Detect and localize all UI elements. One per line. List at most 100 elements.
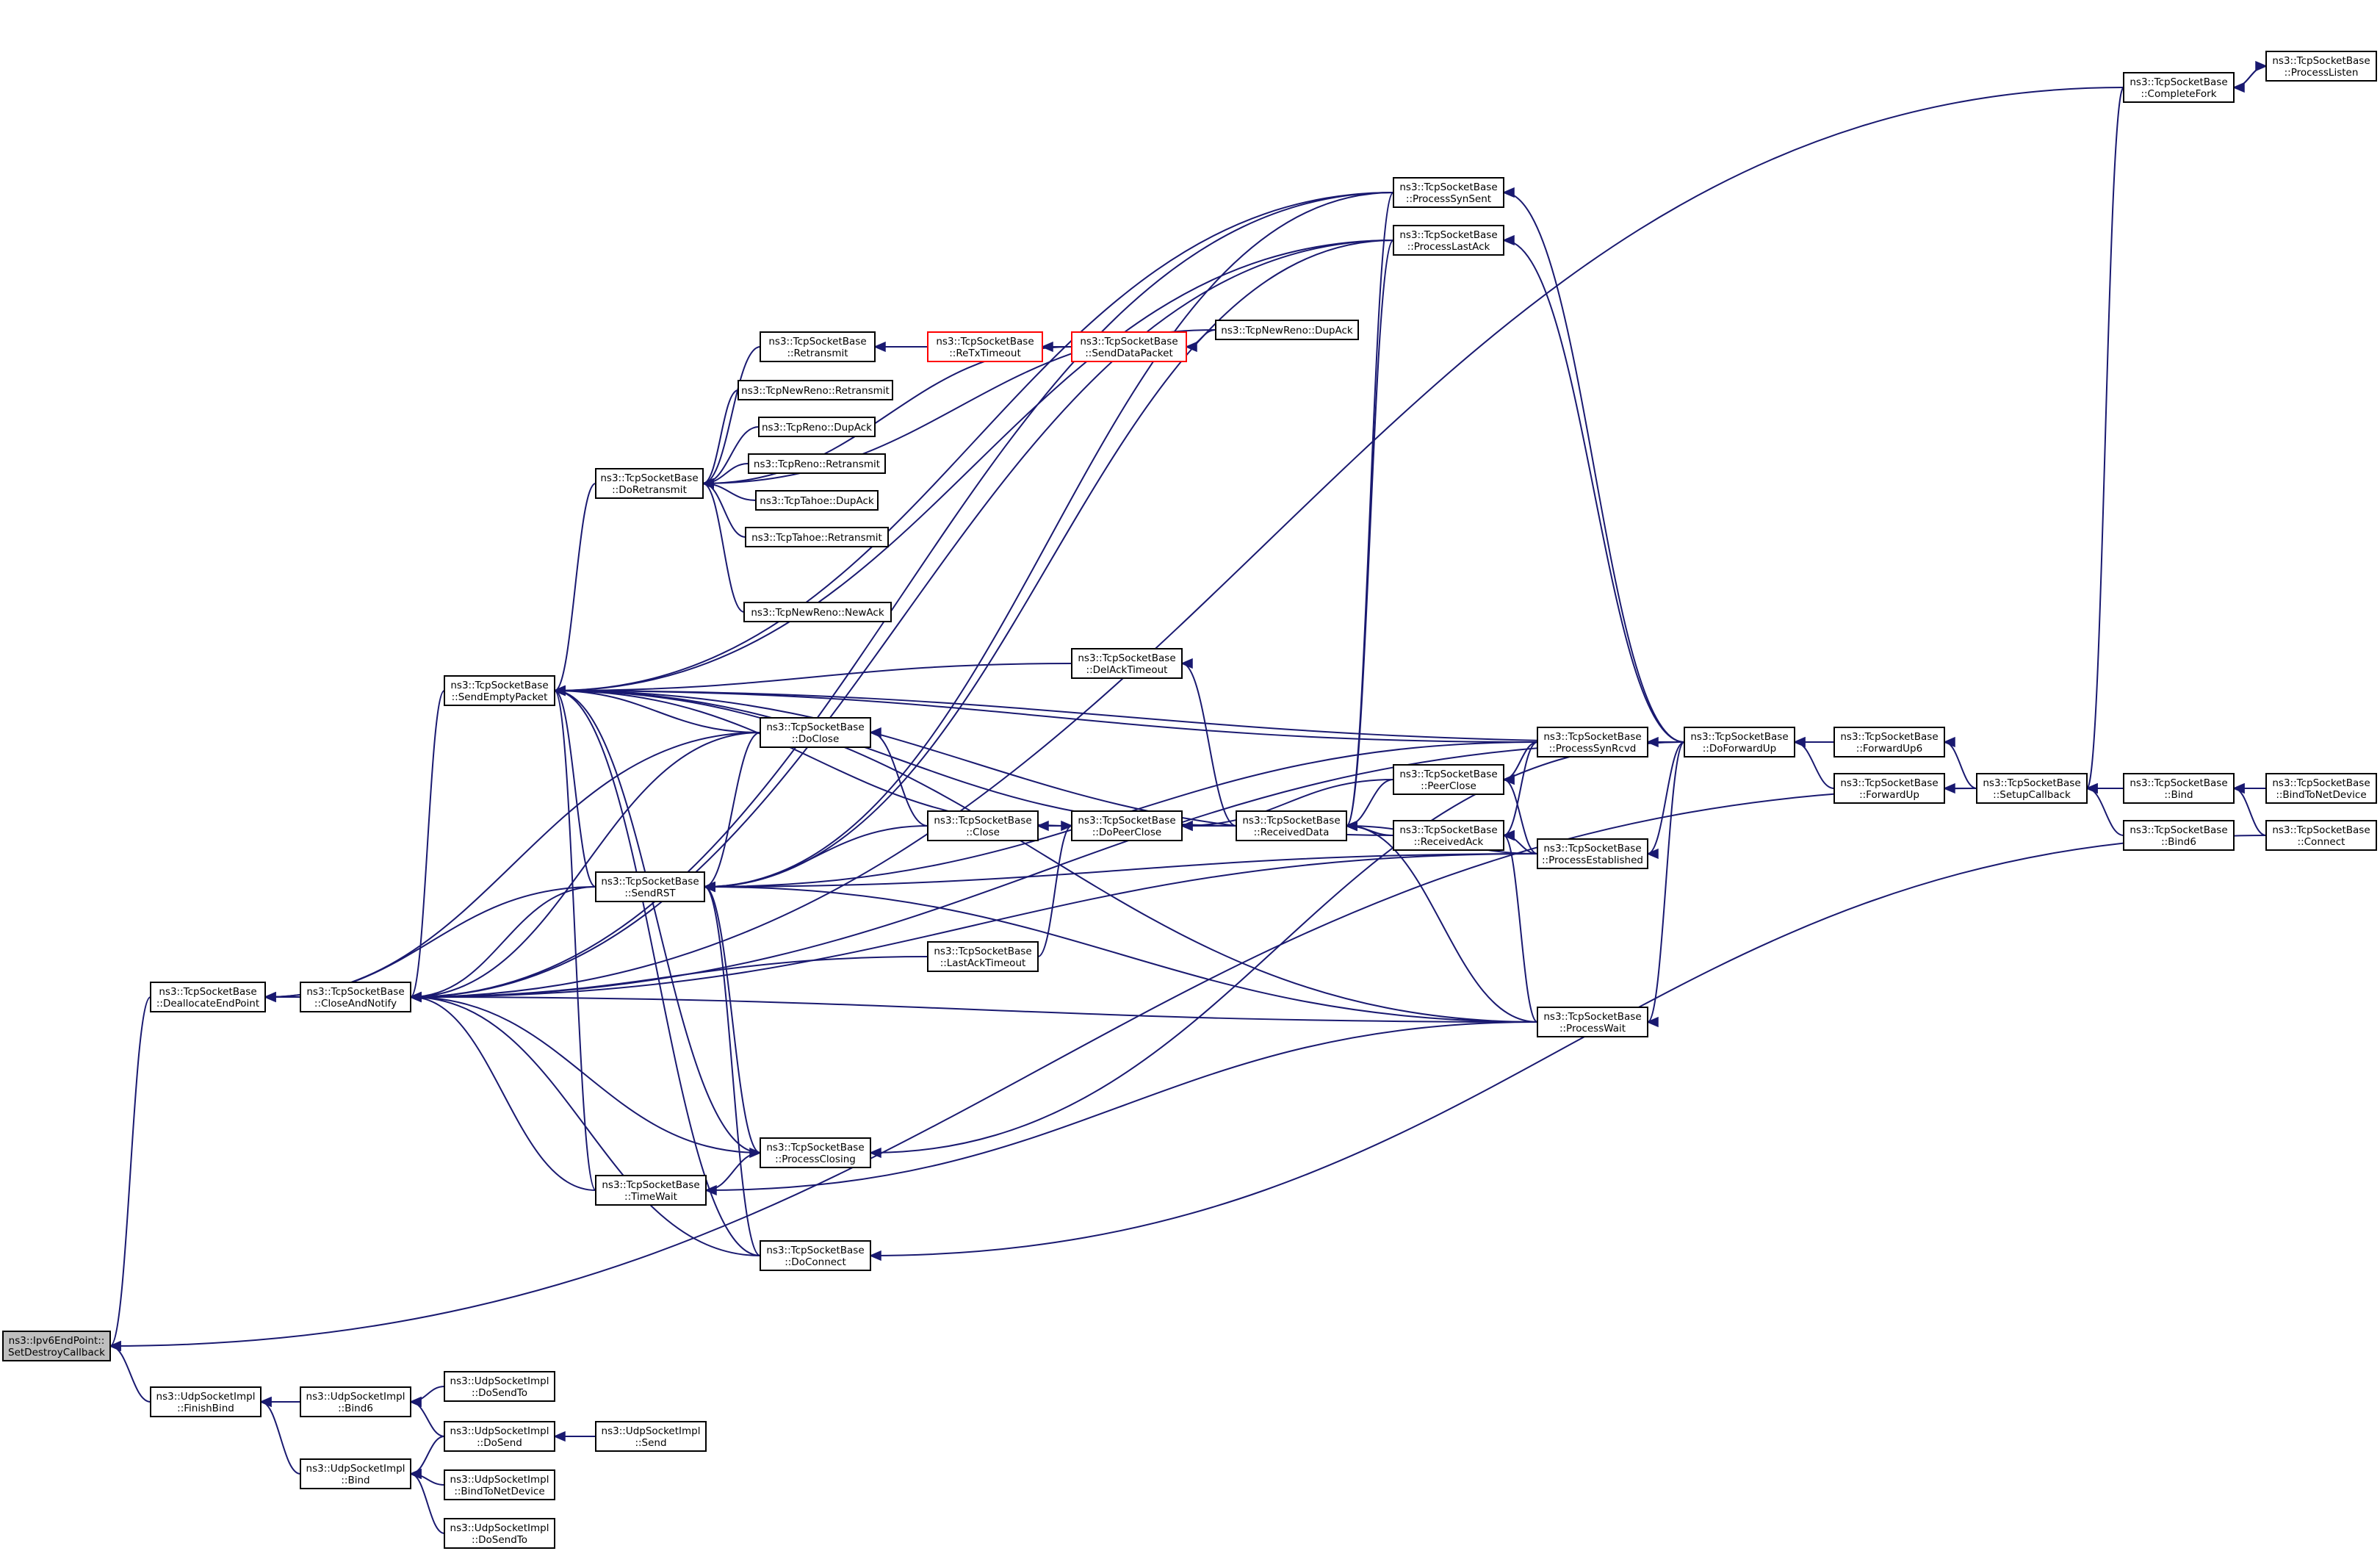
node-box <box>444 1469 555 1500</box>
node-label: ns3::TcpSocketBase <box>1242 815 1340 827</box>
node-box <box>2265 51 2377 82</box>
call-edge <box>554 690 1685 743</box>
node-processwait[interactable]: ns3::TcpSocketBase::ProcessWait <box>1537 1007 1648 1037</box>
node-box <box>1215 320 1359 340</box>
call-edge <box>1346 825 1538 1023</box>
node-lastacktimeout[interactable]: ns3::TcpSocketBase::LastAckTimeout <box>927 941 1039 972</box>
node-processlisten[interactable]: ns3::TcpSocketBase::ProcessListen <box>2265 51 2377 82</box>
node-senddatapacket[interactable]: ns3::TcpSocketBase::SendDataPacket <box>1071 331 1187 362</box>
call-edge <box>2233 65 2267 88</box>
node-box <box>1833 727 1945 757</box>
node-label: ::DelAckTimeout <box>1086 664 1168 676</box>
node-label: ::LastAckTimeout <box>940 957 1026 969</box>
call-edge <box>1181 663 1237 827</box>
node-bindtonetdevice[interactable]: ns3::TcpSocketBase::BindToNetDevice <box>2265 773 2377 804</box>
node-sendrst[interactable]: ns3::TcpSocketBase::SendRST <box>595 871 705 902</box>
call-edge <box>1503 835 1538 1023</box>
node-label: ns3::TcpSocketBase <box>2272 824 2370 836</box>
node-label: ns3::TcpSocketBase <box>1399 229 1497 241</box>
node-udpbindtonetdevice[interactable]: ns3::UdpSocketImpl::BindToNetDevice <box>444 1469 555 1500</box>
node-sendempty[interactable]: ns3::TcpSocketBase::SendEmptyPacket <box>444 675 555 706</box>
node-udpdosend[interactable]: ns3::UdpSocketImpl::DoSend <box>444 1421 555 1452</box>
node-label: ns3::TcpSocketBase <box>306 986 404 998</box>
node-label: ns3::TcpSocketBase <box>1543 1011 1641 1023</box>
node-label: ::BindToNetDevice <box>454 1486 544 1497</box>
node-processsynsent[interactable]: ns3::TcpSocketBase::ProcessSynSent <box>1393 177 1504 208</box>
node-label: ns3::TcpSocketBase <box>1690 731 1788 743</box>
call-edge <box>410 192 1394 998</box>
node-bind6[interactable]: ns3::TcpSocketBase::Bind6 <box>2123 820 2235 851</box>
node-dopeerclose[interactable]: ns3::TcpSocketBase::DoPeerClose <box>1071 810 1183 841</box>
node-dealloc[interactable]: ns3::TcpSocketBase::DeallocateEndPoint <box>150 982 266 1012</box>
node-label: ::ProcessSynSent <box>1406 193 1491 205</box>
node-closeandnotify[interactable]: ns3::TcpSocketBase::CloseAndNotify <box>300 982 411 1012</box>
call-edge <box>554 690 761 1256</box>
node-box <box>2265 820 2377 851</box>
node-newrenoretransmit[interactable]: ns3::TcpNewReno::Retransmit <box>738 380 893 400</box>
node-label: ns3::TcpSocketBase <box>602 1179 699 1191</box>
node-renodupack[interactable]: ns3::TcpReno::DupAck <box>758 417 876 437</box>
node-processsynrcvd[interactable]: ns3::TcpSocketBase::ProcessSynRcvd <box>1537 727 1648 757</box>
call-edge <box>410 853 1538 998</box>
node-udpdosendto1[interactable]: ns3::UdpSocketImpl::DoSendTo <box>444 1371 555 1402</box>
node-udpsend[interactable]: ns3::UdpSocketImpl::Send <box>595 1421 707 1452</box>
node-setdestroy[interactable]: ns3::Ipv6EndPoint::SetDestroyCallback <box>2 1331 111 1361</box>
call-edge <box>2233 788 2267 836</box>
node-completefork[interactable]: ns3::TcpSocketBase::CompleteFork <box>2123 72 2235 103</box>
node-processlastack[interactable]: ns3::TcpSocketBase::ProcessLastAck <box>1393 225 1504 256</box>
node-box <box>743 602 892 622</box>
node-forwardup[interactable]: ns3::TcpSocketBase::ForwardUp <box>1833 773 1945 804</box>
node-doconnect[interactable]: ns3::TcpSocketBase::DoConnect <box>760 1240 871 1271</box>
node-delacktimeout[interactable]: ns3::TcpSocketBase::DelAckTimeout <box>1071 648 1183 679</box>
node-forwardup6[interactable]: ns3::TcpSocketBase::ForwardUp6 <box>1833 727 1945 757</box>
node-processestablished[interactable]: ns3::TcpSocketBase::ProcessEstablished <box>1537 838 1648 869</box>
node-processclosing[interactable]: ns3::TcpSocketBase::ProcessClosing <box>760 1137 871 1168</box>
node-label: ns3::Ipv6EndPoint:: <box>9 1335 105 1347</box>
node-box <box>927 331 1043 362</box>
edge-arrowhead <box>1502 234 1515 246</box>
node-label: ns3::TcpNewReno::DupAck <box>1221 325 1353 337</box>
node-label: ::ProcessSynRcvd <box>1549 743 1637 755</box>
node-timewait[interactable]: ns3::TcpSocketBase::TimeWait <box>595 1175 707 1206</box>
node-label: ::DeallocateEndPoint <box>156 998 259 1010</box>
node-doforwardup[interactable]: ns3::TcpSocketBase::DoForwardUp <box>1684 727 1795 757</box>
node-label: ns3::UdpSocketImpl <box>450 1474 549 1486</box>
call-edge <box>1503 741 1538 836</box>
node-setupcallback[interactable]: ns3::TcpSocketBase::SetupCallback <box>1976 773 2088 804</box>
node-peerclose[interactable]: ns3::TcpSocketBase::PeerClose <box>1393 764 1504 795</box>
call-edge <box>702 389 739 484</box>
call-edge <box>554 690 596 888</box>
node-udpbind[interactable]: ns3::UdpSocketImpl::Bind <box>300 1458 411 1489</box>
call-edge <box>410 741 1685 998</box>
node-bind[interactable]: ns3::TcpSocketBase::Bind <box>2123 773 2235 804</box>
node-connect[interactable]: ns3::TcpSocketBase::Connect <box>2265 820 2377 851</box>
node-retransmit[interactable]: ns3::TcpSocketBase::Retransmit <box>760 331 876 362</box>
node-label: ns3::TcpSocketBase <box>2272 777 2370 789</box>
node-box <box>2265 773 2377 804</box>
node-udpdosendto2[interactable]: ns3::UdpSocketImpl::DoSendTo <box>444 1518 555 1549</box>
node-newrenonewack[interactable]: ns3::TcpNewReno::NewAck <box>743 602 892 622</box>
node-udpfinishbind[interactable]: ns3::UdpSocketImpl::FinishBind <box>150 1386 262 1417</box>
node-retxtimeout[interactable]: ns3::TcpSocketBase::ReTxTimeout <box>927 331 1043 362</box>
edge-arrowhead <box>259 1396 272 1408</box>
call-edge <box>704 240 1394 888</box>
call-edge <box>410 1436 445 1475</box>
node-close[interactable]: ns3::TcpSocketBase::Close <box>927 810 1039 841</box>
node-tahoedupack[interactable]: ns3::TcpTahoe::DupAck <box>755 490 879 511</box>
call-edge <box>704 192 1394 888</box>
node-box <box>1393 820 1504 851</box>
node-box <box>748 453 886 474</box>
node-tahoeretransmit[interactable]: ns3::TcpTahoe::Retransmit <box>745 527 889 547</box>
node-box <box>1393 764 1504 795</box>
node-receiveddata[interactable]: ns3::TcpSocketBase::ReceivedData <box>1236 810 1347 841</box>
node-renoretransmit[interactable]: ns3::TcpReno::Retransmit <box>748 453 886 474</box>
node-doclose[interactable]: ns3::TcpSocketBase::DoClose <box>760 717 871 748</box>
node-receivedack[interactable]: ns3::TcpSocketBase::ReceivedAck <box>1393 820 1504 851</box>
node-udpbind6[interactable]: ns3::UdpSocketImpl::Bind6 <box>300 1386 411 1417</box>
node-newrenodupack[interactable]: ns3::TcpNewReno::DupAck <box>1215 320 1359 340</box>
call-edge <box>1037 825 1072 957</box>
node-doretransmit[interactable]: ns3::TcpSocketBase::DoRetransmit <box>595 468 704 499</box>
edge-arrowhead <box>409 1468 422 1480</box>
node-box <box>1071 810 1183 841</box>
node-label: ::Retransmit <box>787 348 848 359</box>
